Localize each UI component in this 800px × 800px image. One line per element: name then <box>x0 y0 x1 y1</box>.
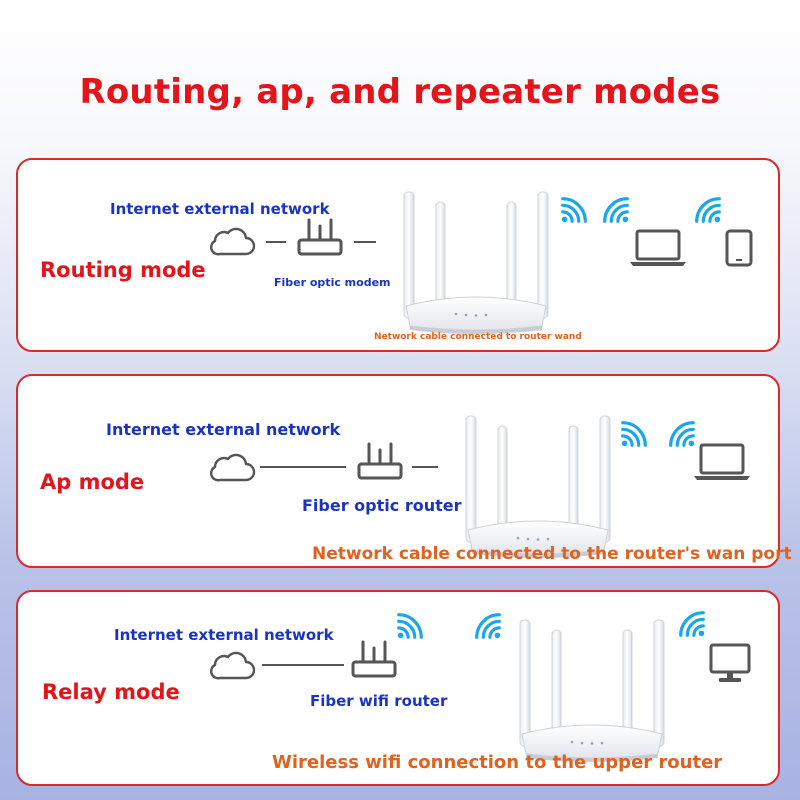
modem-icon <box>356 440 404 484</box>
wifi-signal-icon <box>472 610 504 642</box>
connector-line <box>260 466 346 468</box>
cloud-icon <box>208 226 256 258</box>
router-image <box>512 616 672 766</box>
ap-mode-panel: Ap mode Internet external network Fiber … <box>16 374 792 568</box>
note-label: Wireless wifi connection to the upper ro… <box>272 752 723 773</box>
router-image <box>396 188 556 338</box>
connector-line <box>262 664 344 666</box>
device-label: Fiber optic modem <box>274 276 391 289</box>
wifi-signal-icon <box>558 194 590 226</box>
relay-mode-panel: Relay mode Internet external network Fib… <box>16 590 780 786</box>
cloud-icon <box>208 650 256 682</box>
wifi-signal-icon <box>600 194 632 226</box>
mode-label: Ap mode <box>40 470 145 494</box>
network-label: Internet external network <box>110 200 330 218</box>
monitor-icon <box>708 642 752 686</box>
wifi-signal-icon <box>618 418 650 450</box>
wifi-signal-icon <box>394 610 426 642</box>
connector-line <box>412 466 438 468</box>
note-label: Network cable connected to the router's … <box>312 544 792 564</box>
network-label: Internet external network <box>106 420 341 439</box>
routing-mode-panel: Routing mode Internet external network F… <box>16 158 780 352</box>
device-label: Fiber optic router <box>302 496 462 515</box>
tablet-icon <box>724 228 754 268</box>
modem-icon <box>296 216 344 260</box>
connector-line <box>266 241 286 243</box>
laptop-icon <box>692 442 752 482</box>
page-title: Routing, ap, and repeater modes <box>79 72 721 112</box>
network-label: Internet external network <box>114 626 334 644</box>
wifi-signal-icon <box>676 608 708 640</box>
note-label: Network cable connected to router wand <box>374 332 582 342</box>
router-image <box>458 412 618 562</box>
wifi-signal-icon <box>692 194 724 226</box>
device-label: Fiber wifi router <box>310 692 448 710</box>
connector-line <box>354 241 376 243</box>
laptop-icon <box>628 228 688 268</box>
mode-label: Relay mode <box>42 680 180 704</box>
modem-icon <box>350 638 398 682</box>
cloud-icon <box>208 452 256 484</box>
mode-label: Routing mode <box>40 258 206 282</box>
